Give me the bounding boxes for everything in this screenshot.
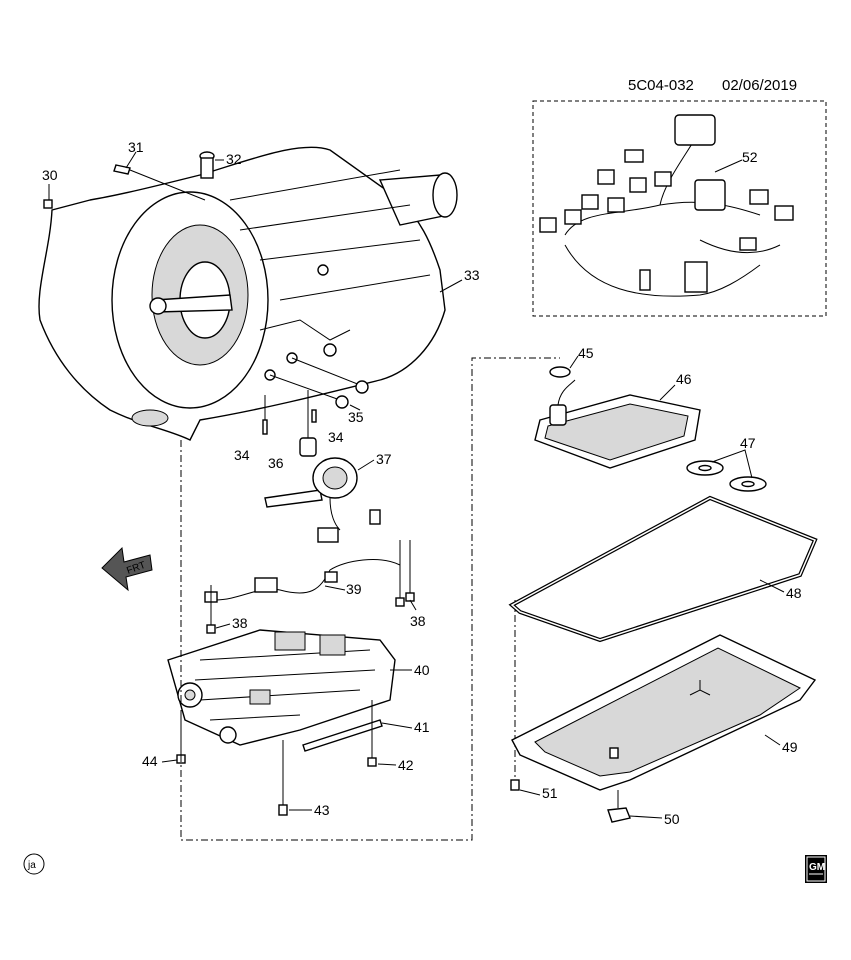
leader-42 (377, 763, 397, 766)
gm-logo-icon (805, 855, 827, 883)
callout-39: 39 (346, 581, 362, 597)
assembly-guide-line (180, 357, 560, 841)
corner-mark-circle (23, 853, 45, 875)
callout-41: 41 (414, 719, 430, 735)
wiring-harness[interactable] (539, 114, 794, 297)
leader-38b (409, 599, 417, 611)
diagram-code: 5C04-032 (628, 77, 694, 94)
part-32-vent-cap[interactable] (199, 151, 215, 179)
part-43-bolt[interactable] (278, 740, 288, 816)
part-40-valve-body[interactable] (167, 629, 396, 746)
harness-inset-box (532, 100, 827, 317)
callout-51: 51 (542, 785, 558, 801)
leader-51 (519, 789, 541, 796)
front-arrow-icon (101, 546, 153, 592)
corner-mark: ja (27, 860, 36, 871)
leader-38a (215, 623, 231, 629)
callout-30: 30 (42, 167, 58, 183)
leader-49 (764, 734, 781, 746)
callout-34b: 34 (328, 429, 344, 445)
part-49-oil-pan[interactable] (511, 634, 817, 791)
part-36-seal[interactable] (299, 437, 317, 457)
callout-52: 52 (742, 149, 758, 165)
callout-32: 32 (226, 151, 242, 167)
leader-31b (129, 169, 206, 201)
part-35-plugs[interactable] (269, 357, 369, 409)
leader-39 (324, 585, 346, 591)
transmission-case[interactable] (38, 146, 458, 441)
leader-45 (569, 355, 579, 369)
part-38-bolts-right[interactable] (395, 540, 415, 607)
leader-47 (711, 449, 753, 479)
part-50-drain-plug[interactable] (607, 790, 631, 823)
callout-33: 33 (464, 267, 480, 283)
part-41-clip[interactable] (302, 719, 383, 752)
part-34-dowel-left[interactable] (262, 419, 268, 435)
callout-31: 31 (128, 139, 144, 155)
leader-31 (125, 151, 137, 169)
callout-50: 50 (664, 811, 680, 827)
leader-44 (161, 759, 178, 763)
part-37-selector-sensor[interactable] (264, 457, 381, 543)
leader-37 (357, 459, 375, 471)
part-45-oring[interactable] (549, 366, 571, 378)
part-39-harness[interactable] (204, 559, 401, 603)
callout-36: 36 (268, 455, 284, 471)
callout-38a: 38 (232, 615, 248, 631)
callout-42: 42 (398, 757, 414, 773)
callout-44: 44 (142, 753, 158, 769)
callout-45: 45 (578, 345, 594, 361)
part-48-gasket[interactable] (508, 495, 818, 643)
part-42-bolt[interactable] (367, 700, 377, 767)
callout-46: 46 (676, 371, 692, 387)
part-46-filter[interactable] (534, 379, 701, 469)
callout-43: 43 (314, 802, 330, 818)
callout-49: 49 (782, 739, 798, 755)
part-51-pan-bolt[interactable] (510, 779, 520, 791)
callout-47: 47 (740, 435, 756, 451)
leader-48 (759, 579, 785, 593)
gm-logo-text: GM (809, 862, 825, 873)
callout-35: 35 (348, 409, 364, 425)
callout-37: 37 (376, 451, 392, 467)
callout-34a: 34 (234, 447, 250, 463)
part-47-washers[interactable] (686, 460, 767, 492)
callout-38b: 38 (410, 613, 426, 629)
leader-52 (714, 159, 743, 173)
part-34-dowel-right[interactable] (311, 409, 317, 423)
part-38-bolt-left[interactable] (206, 585, 216, 634)
leader-50 (629, 815, 663, 819)
leader-35 (349, 404, 361, 411)
diagram-date: 02/06/2019 (722, 77, 797, 94)
callout-40: 40 (414, 662, 430, 678)
leader-33 (439, 279, 463, 293)
callout-48: 48 (786, 585, 802, 601)
leader-41 (381, 722, 413, 729)
part-30-bolt[interactable] (43, 199, 53, 209)
leader-46 (659, 384, 676, 401)
